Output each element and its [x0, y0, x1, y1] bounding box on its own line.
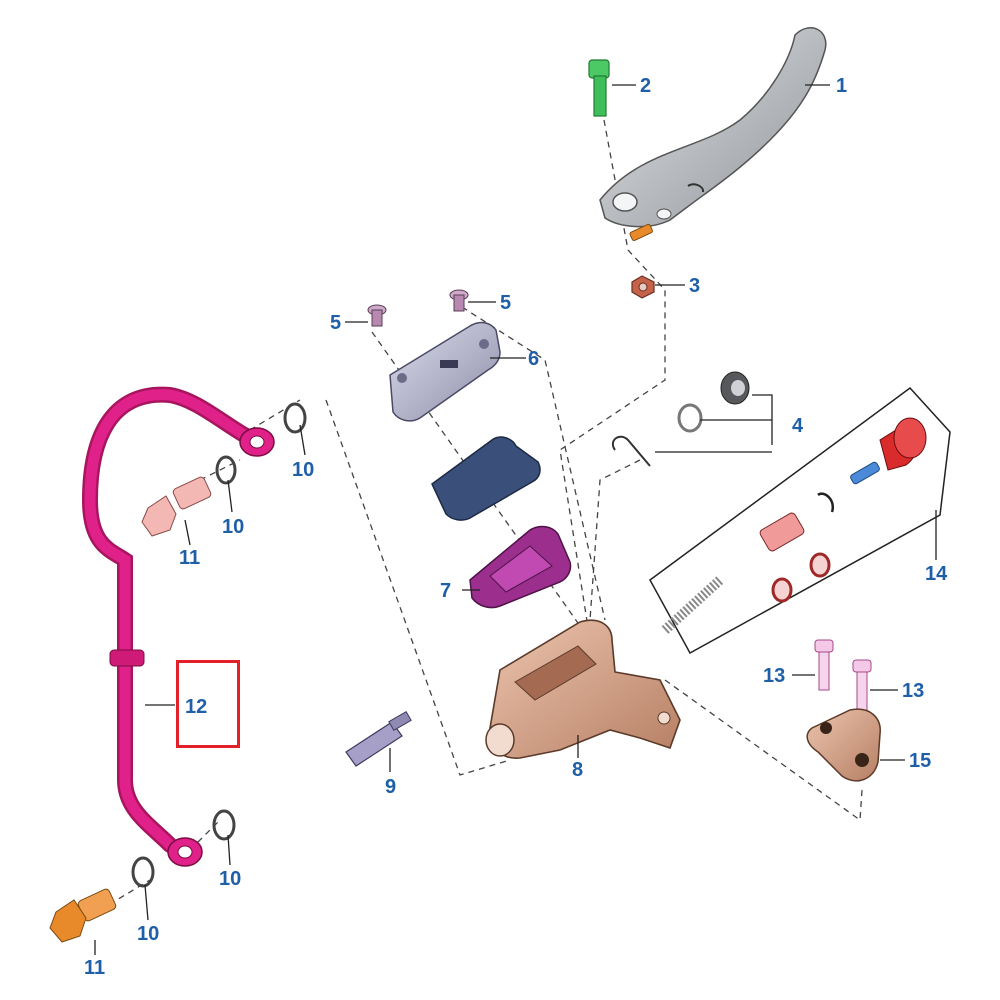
callout-3: 3 [689, 275, 701, 297]
adjuster-screw [629, 223, 653, 242]
pivot-bolt [588, 59, 610, 117]
cap-screw-right [449, 289, 469, 312]
callout-9: 9 [385, 776, 397, 798]
callout-15: 15 [909, 750, 932, 772]
callout-11-lower: 11 [84, 957, 106, 979]
banjo-bolt-upper [141, 476, 212, 537]
sealing-washer-2 [215, 455, 237, 485]
callout-11-upper: 11 [179, 547, 201, 569]
callout-5-left: 5 [330, 312, 342, 334]
reservoir-gasket [431, 436, 541, 521]
assembly-guide-lines [99, 119, 863, 911]
dust-boot-small [720, 371, 750, 405]
callout-2: 2 [640, 75, 652, 97]
callout-8: 8 [572, 759, 584, 781]
callout-13-left: 13 [763, 665, 786, 687]
master-cylinder-body [485, 619, 681, 759]
banjo-bolt-lower [49, 888, 117, 943]
callout-10-b: 10 [222, 516, 245, 538]
sealing-washer-1 [283, 402, 307, 434]
clamp-bolt-left [814, 639, 834, 691]
sealing-washer-3 [212, 809, 236, 841]
reservoir-cap [389, 321, 501, 422]
callout-12: 12 [185, 696, 208, 718]
brake-hose [81, 386, 275, 867]
sealing-washer-4 [131, 856, 155, 888]
piston-kit-frame [649, 386, 951, 655]
callout-14: 14 [925, 563, 948, 585]
callout-7: 7 [440, 580, 452, 602]
highlight-box [176, 660, 240, 748]
brake-light-switch [345, 710, 412, 767]
handlebar-clamp [806, 708, 881, 782]
reservoir-diaphragm [469, 525, 572, 609]
callout-13-right: 13 [902, 680, 925, 702]
callout-5-right: 5 [500, 292, 512, 314]
cap-screw-left [367, 304, 387, 327]
circlip [611, 435, 651, 467]
callout-leaders [94, 84, 937, 955]
callout-10-d: 10 [137, 923, 160, 945]
callout-1: 1 [836, 75, 848, 97]
brake-lever [599, 27, 827, 228]
callout-10-c: 10 [219, 868, 242, 890]
callout-4: 4 [792, 415, 804, 437]
callout-6: 6 [528, 348, 540, 370]
lock-nut [631, 275, 655, 299]
washer [677, 403, 703, 433]
callout-4-leader [655, 394, 773, 453]
clamp-bolt-right [852, 659, 872, 711]
callout-10-a: 10 [292, 459, 315, 481]
